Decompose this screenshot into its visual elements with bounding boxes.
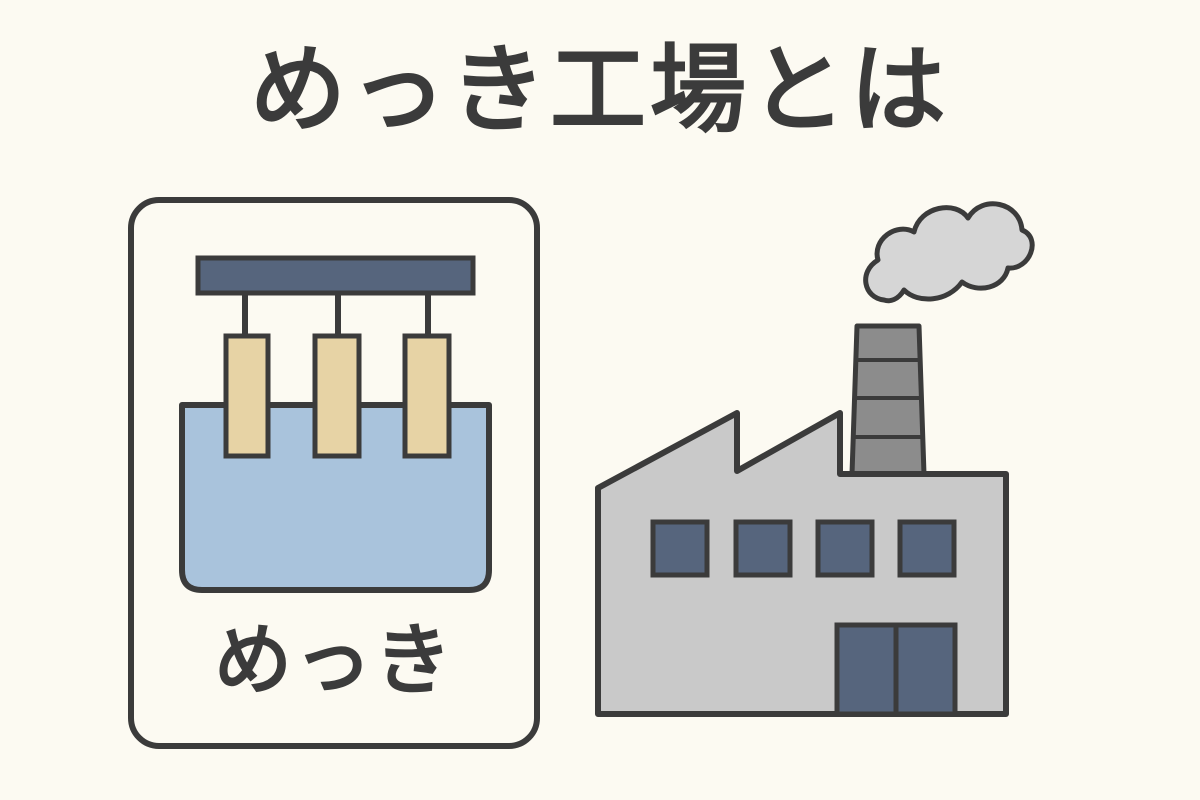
factory-window: [650, 519, 710, 578]
factory-window: [897, 519, 957, 578]
factory-window: [815, 519, 875, 578]
factory-icon: [595, 201, 1035, 717]
plating-label: めっき: [213, 616, 454, 706]
plating-workpiece: [312, 333, 362, 459]
hanger-bar: [195, 255, 476, 296]
plating-workpiece: [223, 333, 271, 459]
plating-workpiece: [402, 333, 452, 459]
smoke-cloud: [863, 201, 1035, 304]
page-title: めっき工場とは: [250, 34, 950, 146]
factory-window: [733, 519, 793, 578]
plating-bath-icon: [179, 255, 492, 593]
